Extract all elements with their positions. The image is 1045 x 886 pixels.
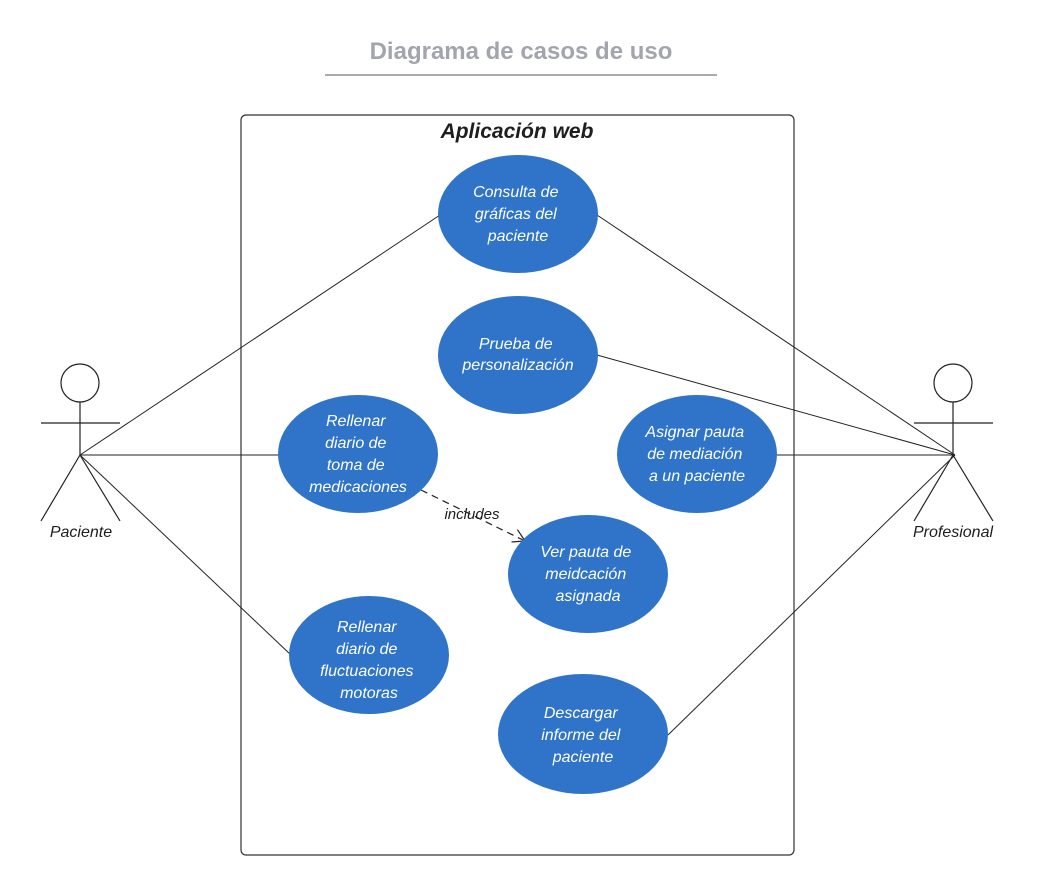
use-case-consulta-line-3: paciente bbox=[487, 228, 549, 245]
system-label: Aplicación web bbox=[440, 120, 594, 143]
actor-patient[interactable]: Paciente bbox=[40, 363, 121, 541]
association-professional-consulta bbox=[596, 214, 956, 456]
use-case-fluctuaciones-line-3: fluctuaciones bbox=[320, 663, 413, 680]
use-case-fluctuaciones-line-1: Rellenar bbox=[337, 619, 397, 636]
use-case-descargar[interactable]: Descargar informe del paciente bbox=[498, 674, 668, 794]
association-patient-consulta bbox=[79, 214, 441, 456]
include-arrow bbox=[420, 489, 525, 541]
stick-figure-icon bbox=[913, 363, 994, 522]
stick-figure-icon bbox=[40, 363, 121, 522]
use-case-consulta-line-2: gráficas del bbox=[475, 206, 557, 223]
use-case-ver-pauta-line-2: meidcación bbox=[545, 566, 626, 583]
use-case-consulta-line-1: Consulta de bbox=[473, 184, 558, 201]
use-case-rellenar-toma-line-2: diario de bbox=[325, 435, 386, 452]
diagram-title: Diagrama de casos de uso bbox=[369, 38, 673, 65]
use-case-prueba[interactable]: Prueba de personalización bbox=[438, 296, 598, 414]
association-professional-prueba bbox=[596, 354, 956, 456]
actor-professional-label: Profesional bbox=[913, 524, 993, 541]
use-case-descargar-line-3: paciente bbox=[552, 749, 614, 766]
use-case-fluctuaciones[interactable]: Rellenar diario de fluctuaciones motoras bbox=[289, 596, 449, 714]
use-case-prueba-line-1: Prueba de bbox=[479, 336, 553, 353]
use-case-rellenar-toma-line-1: Rellenar bbox=[326, 413, 386, 430]
use-case-fluctuaciones-line-2: diario de bbox=[336, 641, 397, 658]
use-case-asignar-line-3: a un paciente bbox=[649, 468, 745, 485]
association-professional-descargar bbox=[667, 454, 956, 736]
actor-professional[interactable]: Profesional bbox=[913, 363, 994, 541]
include-label: includes bbox=[444, 506, 500, 523]
use-case-consulta[interactable]: Consulta de gráficas del paciente bbox=[438, 155, 598, 273]
actor-patient-label: Paciente bbox=[50, 524, 112, 541]
use-case-ver-pauta-line-3: asignada bbox=[556, 588, 621, 605]
title-underline bbox=[325, 74, 717, 76]
use-case-prueba-line-2: personalización bbox=[461, 357, 573, 374]
use-case-asignar-line-2: de mediación bbox=[647, 446, 742, 463]
use-case-rellenar-toma-line-4: medicaciones bbox=[309, 479, 407, 496]
svg-text:Descargar informe del: Descargar informe del paciente bbox=[541, 705, 625, 766]
association-patient-fluctuaciones bbox=[79, 454, 292, 656]
use-case-descargar-line-2: informe del bbox=[541, 727, 621, 744]
svg-text:Rellenar diario de: Rellenar diario de fluctuaciones motoras bbox=[320, 619, 418, 702]
use-case-rellenar-toma[interactable]: Rellenar diario de toma de medicaciones bbox=[278, 395, 438, 513]
system-boundary bbox=[240, 114, 795, 856]
svg-text:Consulta de gráficas del: Consulta de gráficas del paciente bbox=[473, 184, 563, 245]
use-case-asignar[interactable]: Asignar pauta de mediación a un paciente bbox=[617, 395, 777, 513]
svg-text:Rellenar diario de: Rellenar diario de toma de medicaciones bbox=[309, 413, 407, 496]
svg-text:Ver pauta de meidcación: Ver pauta de meidcación asignada bbox=[540, 544, 635, 605]
use-case-ver-pauta-line-1: Ver pauta de bbox=[540, 544, 631, 561]
use-case-ver-pauta[interactable]: Ver pauta de meidcación asignada bbox=[508, 515, 668, 633]
svg-text:Prueba de personalizació: Prueba de personalización bbox=[461, 336, 573, 374]
use-case-rellenar-toma-line-3: toma de bbox=[327, 457, 385, 474]
use-case-fluctuaciones-line-4: motoras bbox=[340, 685, 398, 702]
svg-text:Asignar pauta de mediaci: Asignar pauta de mediación a un paciente bbox=[644, 424, 748, 485]
use-case-asignar-line-1: Asignar pauta bbox=[644, 424, 744, 441]
use-case-descargar-line-1: Descargar bbox=[544, 705, 618, 722]
